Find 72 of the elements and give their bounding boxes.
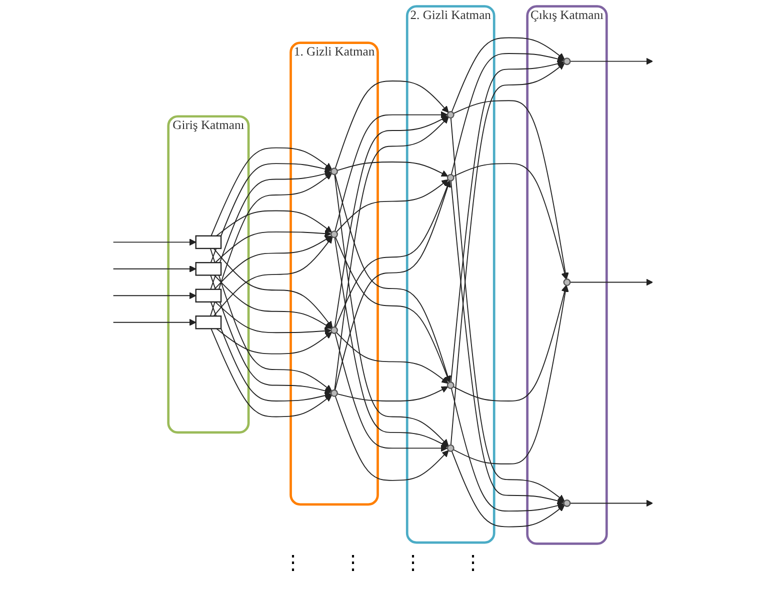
- arrow: [334, 116, 448, 328]
- arrow: [335, 180, 450, 328]
- arrow: [452, 285, 569, 464]
- arrow: [216, 328, 332, 354]
- arrow: [334, 116, 449, 390]
- node-circle: [446, 111, 454, 119]
- arrow: [450, 117, 565, 502]
- node-circle: [330, 326, 338, 334]
- arrow: [334, 236, 448, 448]
- arrow: [213, 236, 333, 317]
- node-circle: [563, 278, 571, 286]
- arrow: [334, 332, 448, 452]
- node-circle: [563, 58, 571, 66]
- arrow: [214, 236, 332, 290]
- cluster: Çıkış Katmanı: [526, 5, 608, 545]
- node-circle: [446, 382, 454, 389]
- arrow: [334, 111, 448, 232]
- arrow: [450, 388, 564, 512]
- arrow: [214, 230, 332, 264]
- arrow: [216, 210, 332, 236]
- arrow: [210, 170, 332, 290]
- arrow: [210, 248, 332, 392]
- arrow: [451, 37, 565, 112]
- arrow: [210, 173, 332, 317]
- ellipsis-mark: ⋮: [403, 551, 423, 575]
- node-circle: [563, 499, 571, 507]
- node-circle: [330, 168, 338, 176]
- node-box: [195, 262, 222, 276]
- cluster: Giriş Katmanı: [167, 115, 250, 434]
- ellipsis-mark: ⋮: [283, 551, 303, 575]
- arrow: [453, 163, 568, 280]
- arrow: [336, 386, 448, 402]
- arrow: [335, 236, 450, 383]
- arrow: [451, 450, 565, 528]
- arrow: [334, 80, 449, 169]
- arrow: [450, 62, 565, 446]
- ellipsis-mark: ⋮: [343, 551, 363, 575]
- arrow: [112, 265, 196, 272]
- arrow: [210, 163, 332, 264]
- ellipsis-mark: ⋮: [463, 551, 483, 575]
- arrow: [112, 292, 196, 300]
- arrow: [334, 396, 449, 481]
- arrow: [334, 174, 449, 446]
- node-circle: [330, 230, 338, 238]
- arrow: [570, 278, 653, 286]
- arrow: [450, 180, 564, 504]
- arrow: [112, 238, 196, 246]
- arrow: [336, 162, 448, 177]
- arrow: [210, 301, 332, 402]
- node-box: [195, 235, 222, 250]
- node-circle: [446, 174, 454, 182]
- node-box: [195, 316, 222, 330]
- arrow: [570, 500, 653, 507]
- arrow: [210, 274, 332, 394]
- cluster: 2. Gizli Katman: [406, 5, 496, 544]
- cluster: 1. Gizli Katman: [290, 42, 379, 506]
- arrow: [336, 332, 448, 384]
- arrow: [450, 53, 564, 176]
- arrow: [453, 100, 569, 280]
- arrow: [213, 248, 333, 328]
- node-box: [195, 288, 222, 303]
- node-circle: [446, 444, 454, 452]
- arrow: [336, 179, 448, 232]
- arrow: [450, 60, 564, 383]
- arrow: [112, 318, 196, 326]
- node-circle: [330, 389, 338, 397]
- arrow: [214, 301, 332, 334]
- arrow: [214, 274, 332, 329]
- arrow: [570, 58, 653, 65]
- arrow: [210, 328, 332, 418]
- arrow: [452, 285, 568, 402]
- arrow: [210, 147, 332, 236]
